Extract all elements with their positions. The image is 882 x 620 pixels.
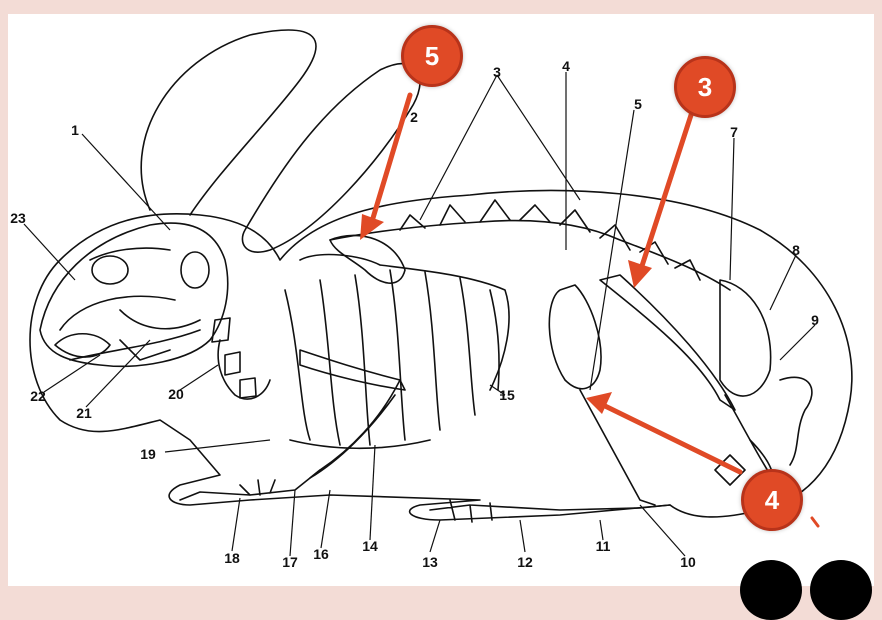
label-1: 1	[71, 122, 79, 138]
label-12: 12	[517, 554, 533, 570]
label-17: 17	[282, 554, 298, 570]
label-2: 2	[410, 109, 418, 125]
label-14: 14	[362, 538, 378, 554]
label-5: 5	[634, 96, 642, 112]
label-7: 7	[730, 124, 738, 140]
callout-3: 3	[674, 56, 736, 118]
label-8: 8	[792, 242, 800, 258]
label-23: 23	[10, 210, 26, 226]
black-blob-left	[740, 560, 802, 620]
label-18: 18	[224, 550, 240, 566]
label-4: 4	[562, 58, 570, 74]
label-11: 11	[596, 538, 611, 554]
label-3: 3	[493, 64, 501, 80]
ear-outline-back	[141, 30, 316, 215]
callout-5: 5	[401, 25, 463, 87]
label-10: 10	[680, 554, 696, 570]
label-20: 20	[168, 386, 184, 402]
skull-outline	[40, 223, 228, 366]
label-22: 22	[30, 388, 46, 404]
callout-4: 4	[741, 469, 803, 531]
black-blob-right	[810, 560, 872, 620]
label-16: 16	[313, 546, 329, 562]
label-15: 15	[499, 387, 515, 403]
label-19: 19	[140, 446, 156, 462]
label-9: 9	[811, 312, 819, 328]
spine	[330, 221, 730, 290]
label-13: 13	[422, 554, 438, 570]
label-21: 21	[76, 405, 92, 421]
